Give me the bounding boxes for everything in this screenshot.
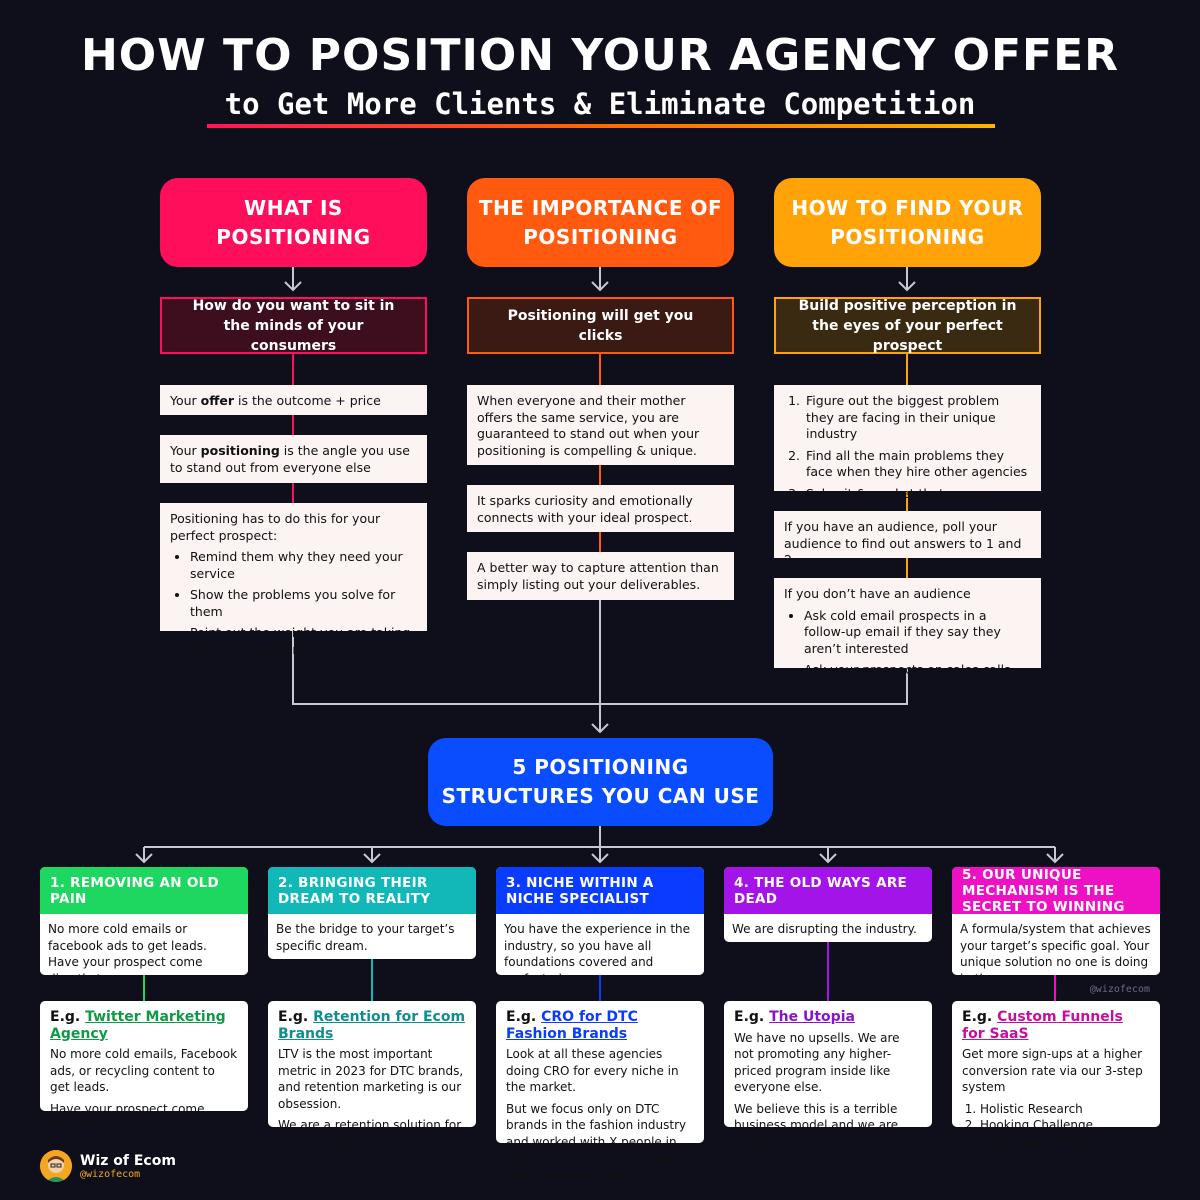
col3-subheader: Build positive perception in the eyes of…	[774, 297, 1041, 354]
structure-4-example: E.g. The Utopia We have no upsells. We a…	[724, 1001, 932, 1149]
list-item: Ask cold email prospects in a follow-up …	[804, 608, 1031, 658]
list-item: Remind them why they need your service	[190, 549, 417, 582]
structure-1-example: E.g. Twitter Marketing Agency No more co…	[40, 1001, 248, 1132]
page-title: HOW TO POSITION YOUR AGENCY OFFER	[80, 30, 1120, 81]
brand-name: Wiz of Ecom	[80, 1152, 176, 1169]
brand-handle: @wizofecom	[80, 1168, 141, 1180]
col3-card-audience: If you have an audience, poll your audie…	[774, 511, 1041, 567]
col2-card-2: It sparks curiosity and emotionally conn…	[467, 485, 734, 532]
col2-subheader: Positioning will get you clicks	[467, 297, 734, 354]
example-link[interactable]: CRO for DTC Fashion Brands	[506, 1009, 638, 1042]
structure-2-example: E.g. Retention for Ecom Brands LTV is th…	[268, 1001, 476, 1149]
structure-1-box: 1. REMOVING AN OLD PAIN No more cold ema…	[40, 867, 248, 975]
example-link[interactable]: The Utopia	[769, 1009, 855, 1025]
col2-card-1: When everyone and their mother offers th…	[467, 385, 734, 465]
col3-card-steps: Figure out the biggest problem they are …	[774, 385, 1041, 517]
example-link[interactable]: Twitter Marketing Agency	[50, 1009, 226, 1042]
structure-4-header: 4. THE OLD WAYS ARE DEAD	[724, 867, 932, 914]
structure-5-box: 5. OUR UNIQUE MECHANISM IS THE SECRET TO…	[952, 867, 1160, 975]
watermark-handle: @wizofecom	[1089, 984, 1150, 995]
structure-5-example: E.g. Custom Funnels for SaaS Get more si…	[952, 1001, 1160, 1149]
col2-arrow-1	[591, 267, 609, 292]
list-item: Holistic Research	[980, 1101, 1150, 1118]
structure-3-example: E.g. CRO for DTC Fashion Brands Look at …	[496, 1001, 704, 1182]
hub-arrow	[591, 600, 609, 734]
structure-5-desc: A formula/system that achieves your targ…	[952, 914, 1160, 975]
col3-card-no-audience: If you don’t have an audience Ask cold e…	[774, 578, 1041, 677]
col3-arrow-1	[898, 267, 916, 292]
col1-subheader: How do you want to sit in the minds of y…	[160, 297, 427, 354]
structure-5-header: 5. OUR UNIQUE MECHANISM IS THE SECRET TO…	[952, 867, 1160, 915]
list-item: Point out the weight you are taking off …	[190, 625, 417, 658]
list-item: High-Impact Offer	[980, 1134, 1150, 1151]
structure-1-header: 1. REMOVING AN OLD PAIN	[40, 867, 248, 914]
list-item: Show the problems you solve for them	[190, 587, 417, 620]
list-item: Ask your prospects on sales calls	[804, 662, 1031, 679]
structure-4-desc: We are disrupting the industry.	[724, 914, 932, 938]
structure-1-desc: No more cold emails or facebook ads to g…	[40, 914, 248, 975]
list-item: Figure out the biggest problem they are …	[804, 393, 1031, 443]
col1-card-offer: Your offer is the outcome + price	[160, 385, 427, 415]
example-link[interactable]: Retention for Ecom Brands	[278, 1009, 466, 1042]
wizard-avatar-icon	[40, 1150, 72, 1182]
structure-3-desc: You have the experience in the industry,…	[496, 914, 704, 975]
col1-card-positioning: Your positioning is the angle you use to…	[160, 435, 427, 483]
list-item: Hooking Challenge	[980, 1117, 1150, 1134]
col1-card-requirements: Positioning has to do this for your perf…	[160, 503, 427, 657]
structure-3-box: 3. NICHE WITHIN A NICHE SPECIALIST You h…	[496, 867, 704, 975]
col2-card-3: A better way to capture attention than s…	[467, 552, 734, 600]
example-link[interactable]: Custom Funnels for SaaS	[962, 1009, 1123, 1042]
list-item: Find all the main problems they face whe…	[804, 448, 1031, 481]
brand-footer: Wiz of Ecom @wizofecom	[40, 1150, 176, 1182]
page-subtitle: to Get More Clients & Eliminate Competit…	[224, 87, 976, 121]
structure-2-box: 2. BRINGING THEIR DREAM TO REALITY Be th…	[268, 867, 476, 959]
subtitle-underline	[207, 124, 995, 128]
structure-3-header: 3. NICHE WITHIN A NICHE SPECIALIST	[496, 867, 704, 914]
structure-2-header: 2. BRINGING THEIR DREAM TO REALITY	[268, 867, 476, 914]
structure-4-box: 4. THE OLD WAYS ARE DEAD We are disrupti…	[724, 867, 932, 942]
col1-arrow-1	[284, 267, 302, 292]
structure-2-desc: Be the bridge to your target’s specific …	[268, 914, 476, 954]
